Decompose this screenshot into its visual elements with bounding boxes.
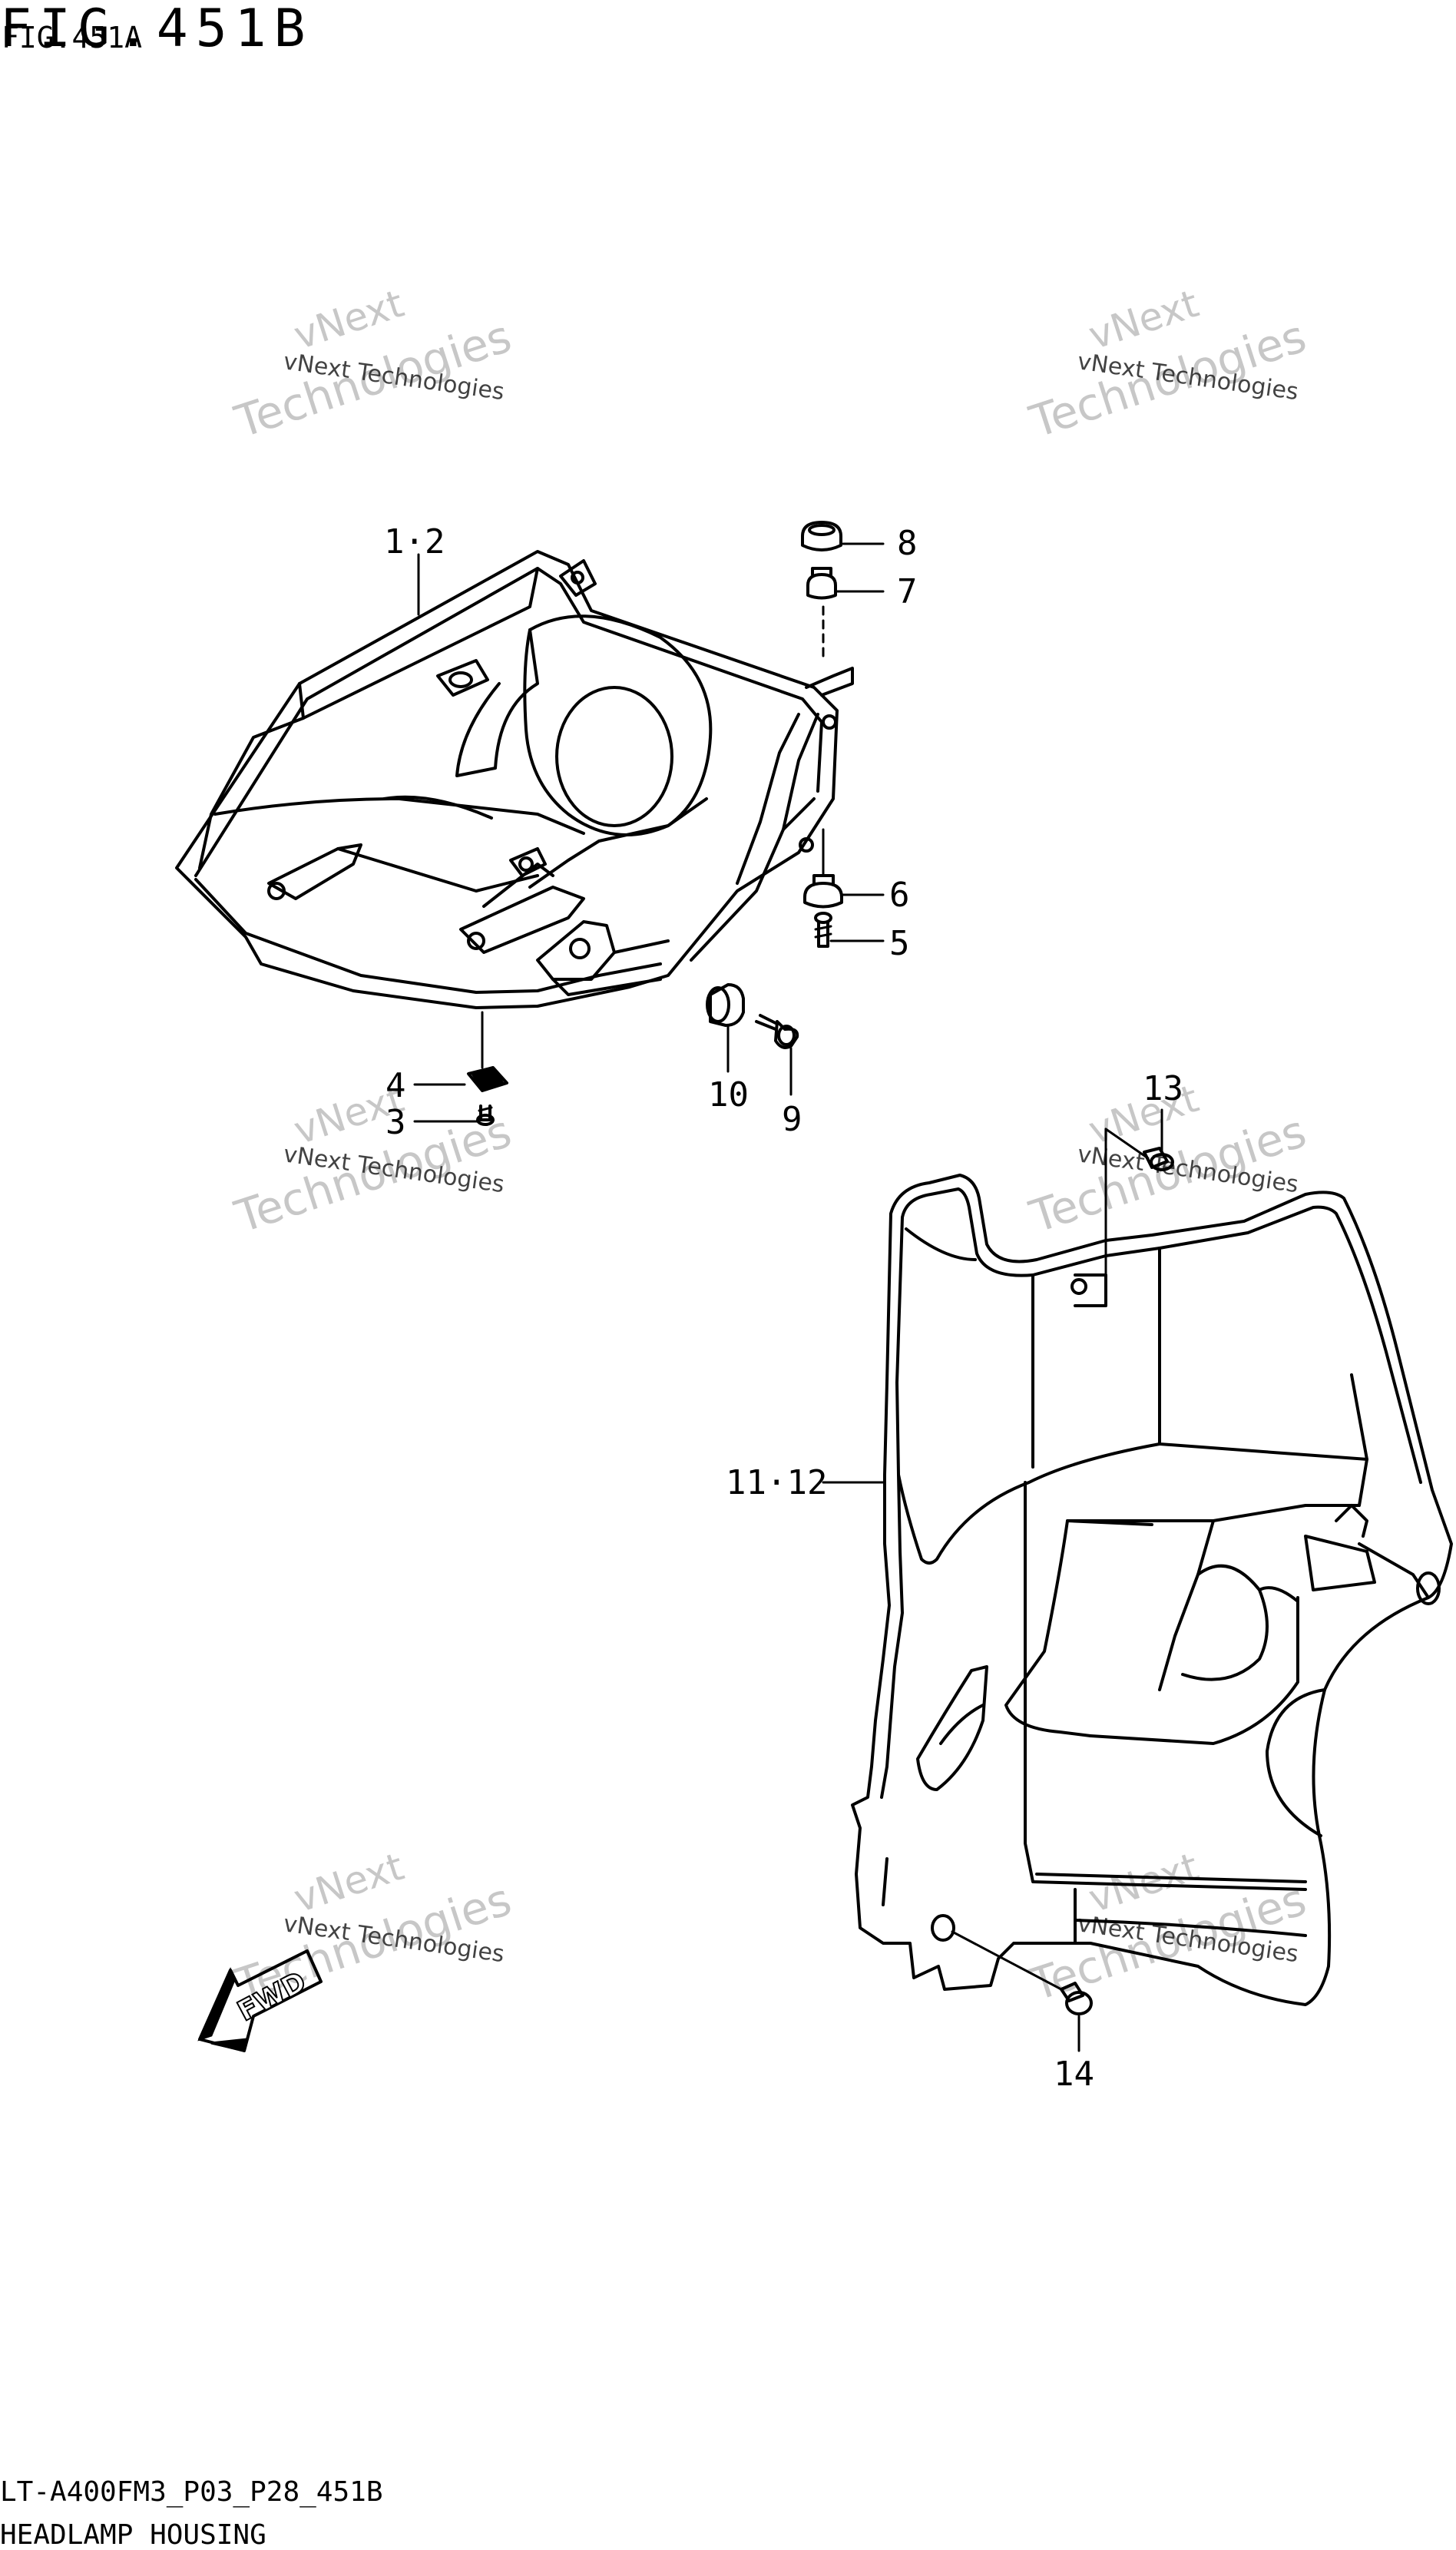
callout-13: 13 — [1143, 1069, 1183, 1108]
callout-4: 4 — [386, 1066, 406, 1105]
callout-5: 5 — [889, 924, 910, 963]
callout-10: 10 — [708, 1075, 749, 1114]
footer-section-name: HEADLAMP HOUSING — [0, 2519, 266, 2550]
callout-1-2: 1·2 — [384, 522, 445, 561]
part-5-screw — [814, 912, 832, 948]
figure-title: FIG.451B — [0, 0, 313, 59]
callout-14: 14 — [1054, 2055, 1094, 2094]
footer-model-code: LT-A400FM3_P03_P28_451B — [0, 2476, 383, 2508]
part-8-grommet — [801, 521, 842, 551]
watermark-top-left: vNext Technologies vNext Technologies — [228, 281, 517, 449]
callout-11-12: 11·12 — [726, 1463, 827, 1502]
headlamp-housing-part — [175, 550, 854, 1009]
callout-3: 3 — [386, 1103, 406, 1142]
part-10-cushion — [706, 983, 745, 1027]
part-3-screw — [476, 1104, 495, 1126]
inner-cover-part — [851, 1174, 1453, 2006]
leader-lines — [413, 542, 1163, 2052]
watermark-top-right: vNext Technologies vNext Technologies — [1023, 281, 1312, 449]
figure-title-overlap: FIG.451A — [2, 21, 142, 55]
callout-8: 8 — [897, 524, 918, 563]
callout-9: 9 — [782, 1100, 802, 1139]
part-13-clip — [1143, 1147, 1174, 1171]
callout-7: 7 — [897, 572, 918, 611]
part-14-clip — [1060, 1982, 1093, 2015]
watermark-mid-left: vNext Technologies vNext Technologies — [228, 1076, 517, 1244]
callout-6: 6 — [889, 876, 910, 915]
part-9-bolt — [755, 1014, 799, 1049]
part-4-clip-nut — [467, 1066, 508, 1092]
part-6-grommet — [803, 874, 843, 909]
part-7-collar — [806, 567, 837, 600]
